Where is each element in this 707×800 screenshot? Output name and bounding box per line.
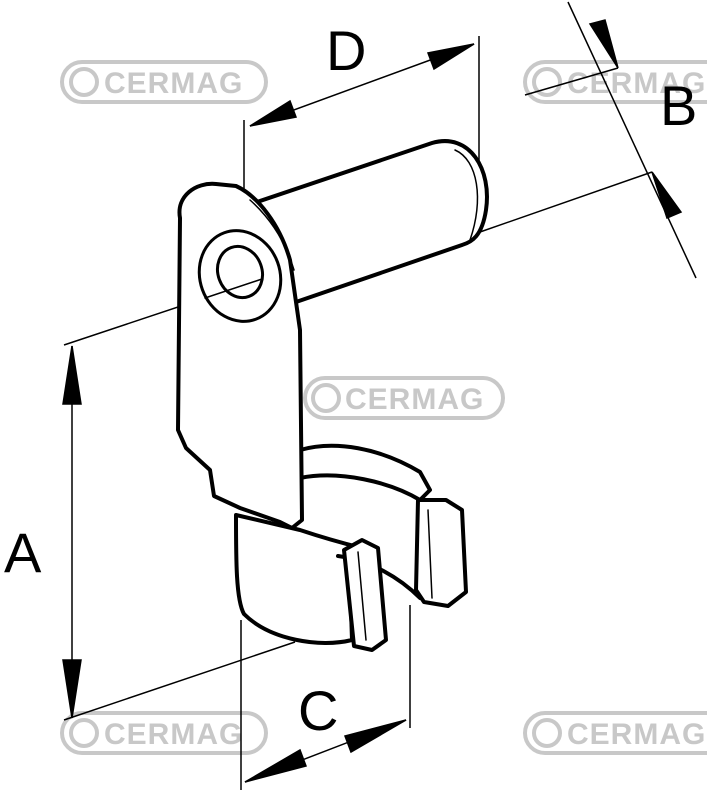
wheat-logo-icon xyxy=(311,383,341,413)
dimension-label-c: C xyxy=(298,679,338,742)
eye-hole-inner xyxy=(215,244,265,300)
rivet-part xyxy=(176,139,489,652)
clip-band xyxy=(298,443,432,502)
clip-tab-right xyxy=(414,498,468,608)
dimension-label-a: A xyxy=(4,521,42,584)
wheat-logo-icon xyxy=(532,718,562,748)
dimension-d xyxy=(243,36,480,200)
wheat-logo-icon xyxy=(69,718,99,748)
pin-cylinder xyxy=(246,139,489,304)
watermark-text: CERMAG xyxy=(104,718,243,751)
watermark-text: CERMAG xyxy=(104,67,243,100)
watermark-top-right: CERMAG xyxy=(523,60,707,104)
dimension-label-d: D xyxy=(326,19,366,82)
watermark-bottom-right: CERMAG xyxy=(523,711,707,755)
watermark-center: CERMAG xyxy=(303,376,505,420)
watermark-bottom-left: CERMAG xyxy=(60,711,268,755)
dimension-c xyxy=(240,605,411,790)
dimension-b xyxy=(479,1,697,279)
dimension-label-b: B xyxy=(660,74,697,137)
wheat-logo-icon xyxy=(69,67,99,97)
watermark-text: CERMAG xyxy=(345,383,484,416)
watermark-text: CERMAG xyxy=(567,718,706,751)
watermark-text: CERMAG xyxy=(567,67,706,100)
dimension-a xyxy=(62,297,296,721)
watermark-top-left: CERMAG xyxy=(60,60,268,104)
wheat-logo-icon xyxy=(532,67,562,97)
clip-tab-front xyxy=(342,538,388,652)
